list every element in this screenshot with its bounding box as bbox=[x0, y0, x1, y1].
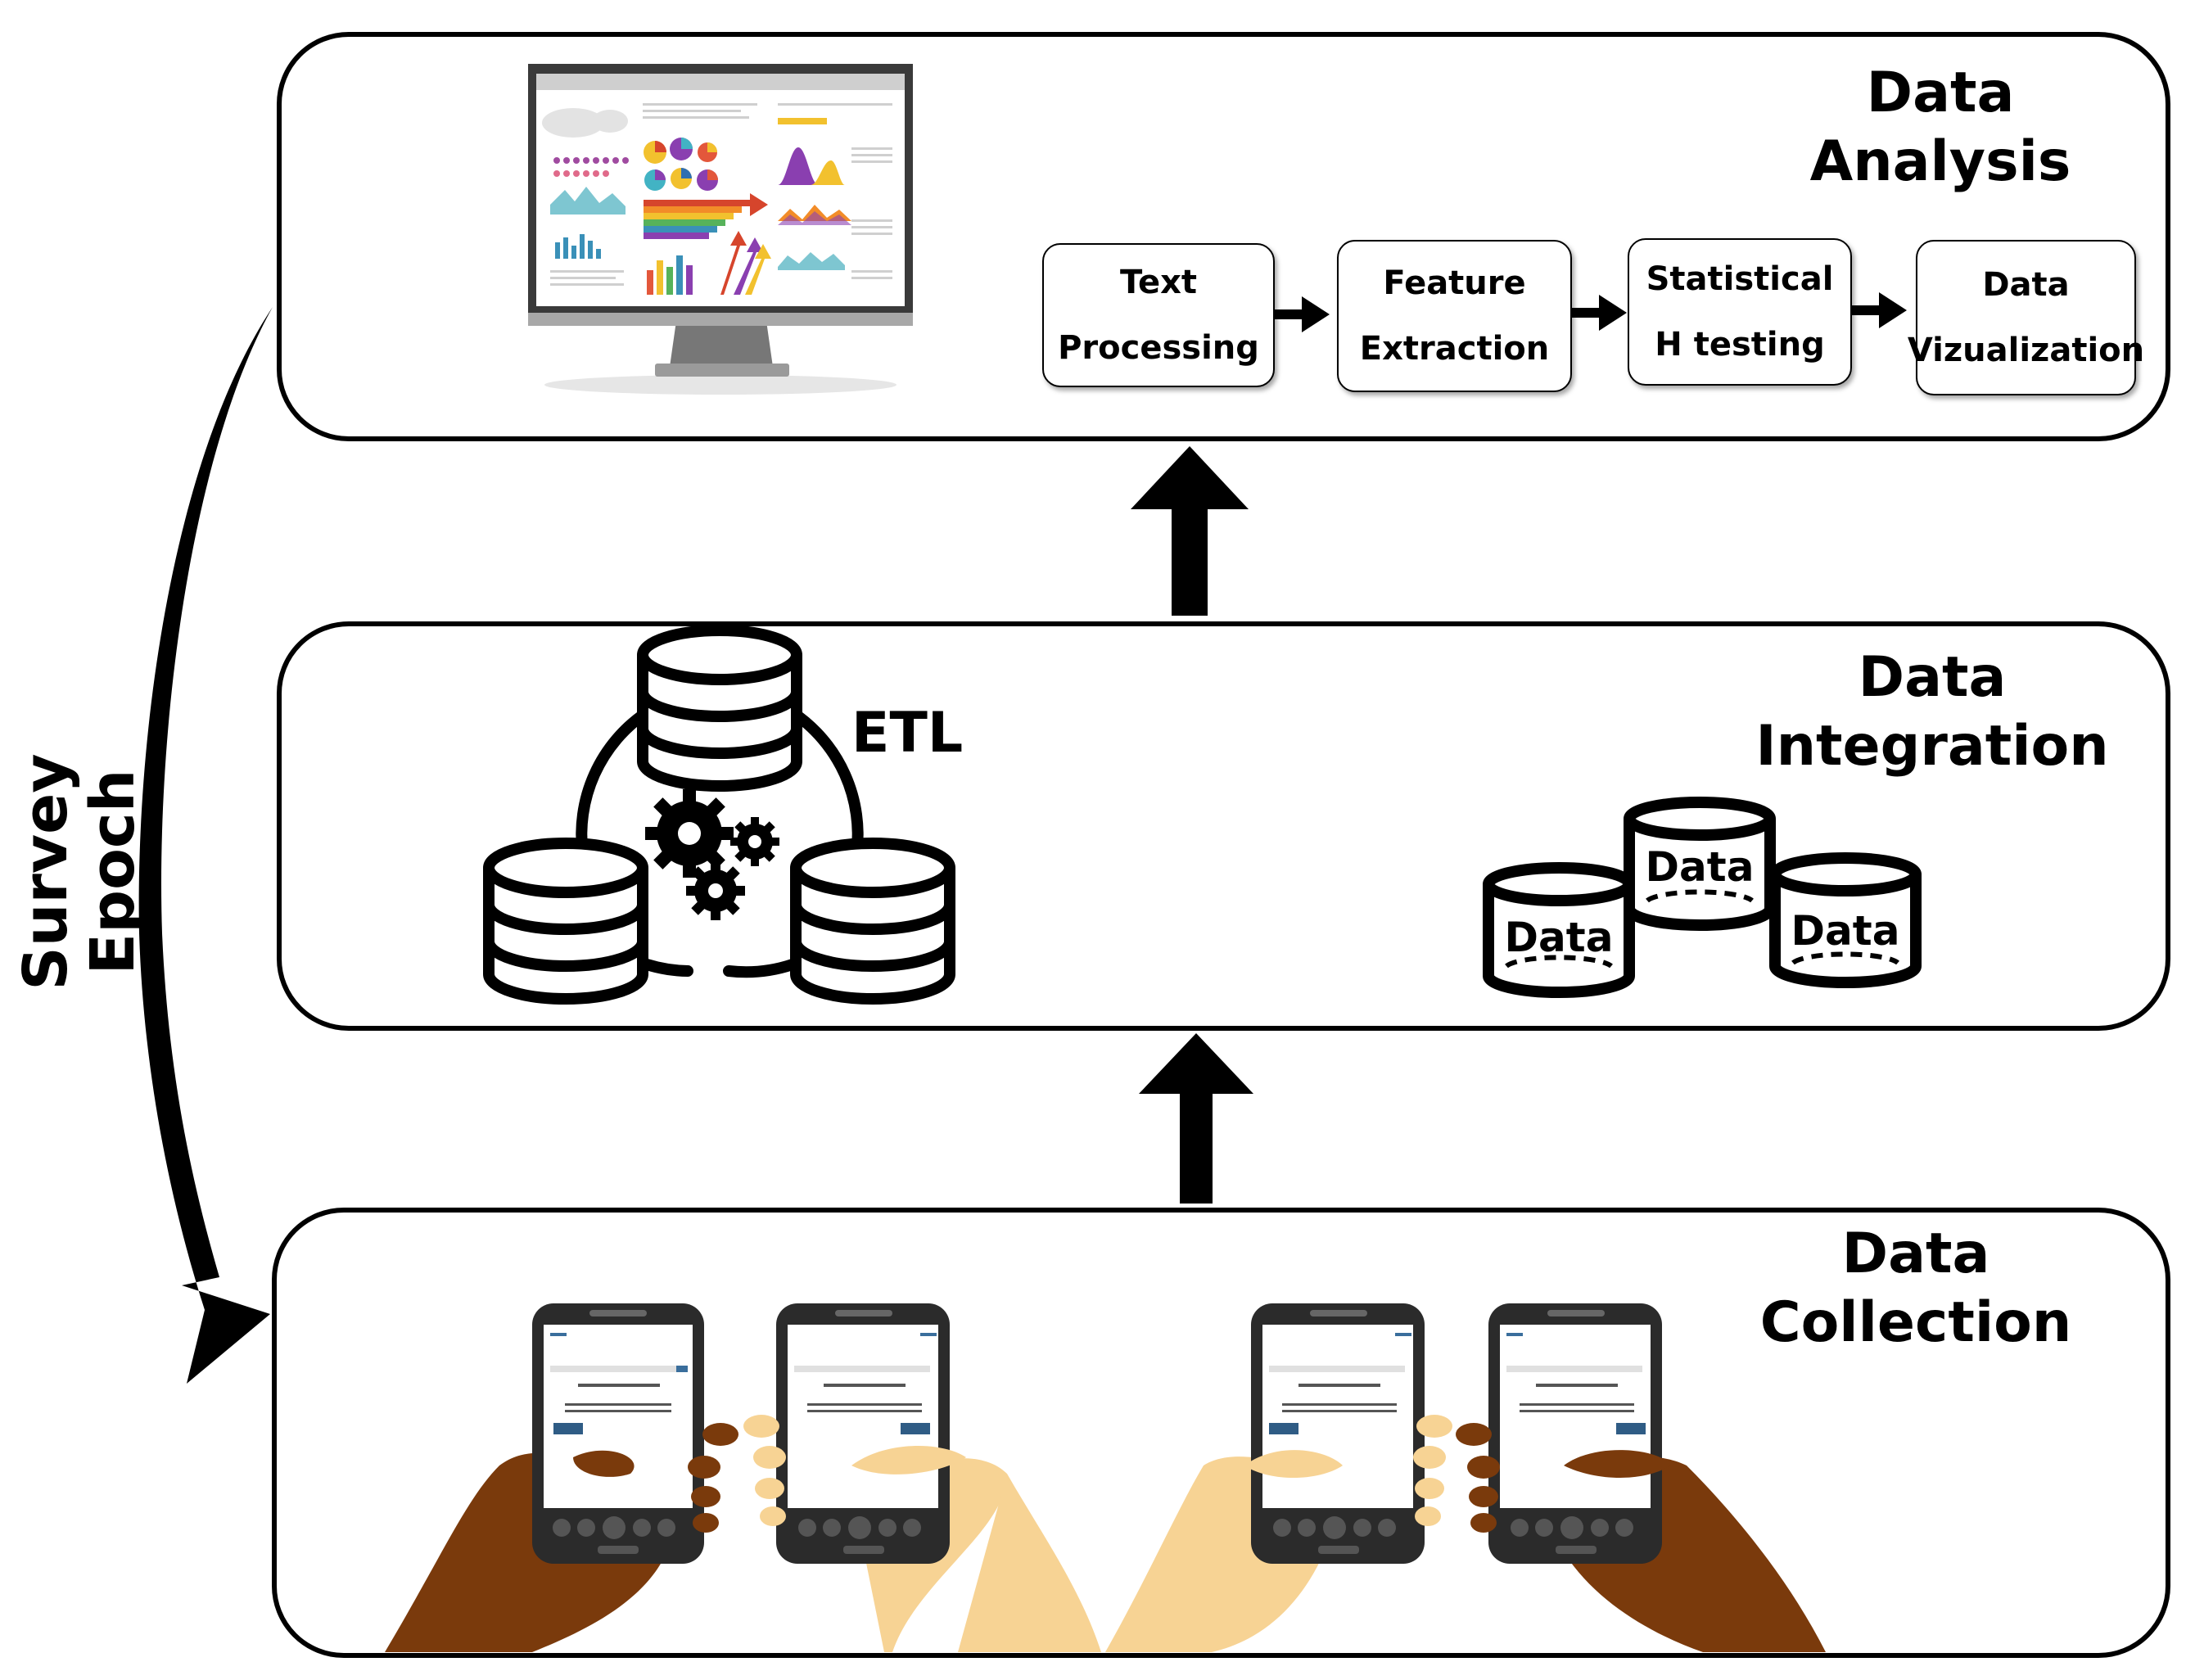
data-store-label: Data bbox=[1505, 914, 1614, 961]
collection-title-line1: Data bbox=[1841, 1222, 1990, 1286]
arrow-right-icon bbox=[1569, 295, 1627, 331]
step-feature-extraction: Feature Extraction bbox=[1337, 240, 1572, 392]
step-line: Statistical bbox=[1646, 260, 1834, 298]
data-store-right bbox=[1769, 852, 1922, 988]
integration-title-line1: Data bbox=[1858, 645, 2007, 710]
survey-epoch-label: Survey Epoch bbox=[11, 749, 151, 995]
step-data-vizualization: Data Vizualization bbox=[1908, 240, 2144, 395]
curved-arrow-icon bbox=[138, 307, 273, 1384]
monitor-dashboard-icon bbox=[528, 64, 913, 395]
gears-icon bbox=[645, 789, 779, 920]
collection-title: Data Collection bbox=[1719, 1220, 2112, 1357]
step-line: Extraction bbox=[1359, 330, 1550, 368]
arrow-up-icon bbox=[1139, 1033, 1253, 1204]
step-line: Processing bbox=[1058, 329, 1259, 367]
integration-title-line2: Integration bbox=[1755, 714, 2109, 779]
phone-light-hand-2 bbox=[1105, 1303, 1452, 1652]
step-text-processing: Text Processing bbox=[1042, 243, 1275, 387]
step-statistical-testing: Statistical H testing bbox=[1628, 238, 1852, 386]
collection-title-line2: Collection bbox=[1759, 1290, 2072, 1355]
database-icon bbox=[483, 838, 648, 1005]
analysis-title: Data Analysis bbox=[1760, 59, 2120, 196]
etl-label: ETL bbox=[851, 701, 964, 765]
step-line: H testing bbox=[1655, 326, 1825, 364]
step-line: Data bbox=[1982, 266, 2070, 304]
data-store-middle bbox=[1624, 797, 1776, 931]
database-icon bbox=[637, 625, 802, 792]
step-line: Feature bbox=[1383, 264, 1526, 302]
data-store-label: Data bbox=[1646, 843, 1755, 891]
survey-epoch-line2: Epoch bbox=[78, 769, 148, 975]
database-icon bbox=[790, 838, 955, 1005]
step-line: Vizualization bbox=[1907, 332, 2145, 369]
phone-dark-hand-2 bbox=[1456, 1303, 1826, 1652]
survey-epoch-line1: Survey bbox=[11, 753, 81, 991]
phone-light-hand-1 bbox=[743, 1303, 1101, 1652]
arrow-right-icon bbox=[1271, 296, 1330, 332]
arrow-right-icon bbox=[1849, 292, 1907, 328]
step-line: Text bbox=[1119, 264, 1198, 301]
integration-title: Data Integration bbox=[1719, 644, 2145, 781]
analysis-title-line1: Data bbox=[1866, 61, 2015, 125]
phone-dark-hand-1 bbox=[385, 1303, 738, 1652]
data-store-label: Data bbox=[1791, 907, 1900, 955]
analysis-title-line2: Analysis bbox=[1809, 129, 2071, 194]
arrow-up-icon bbox=[1131, 446, 1249, 616]
